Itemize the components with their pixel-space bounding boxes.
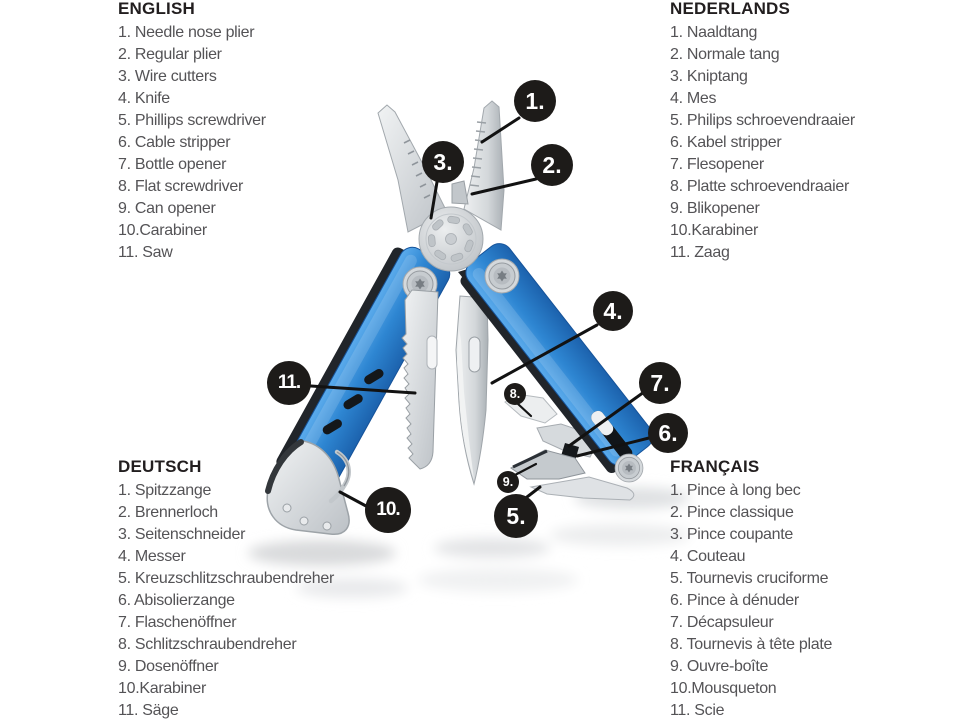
- list-item: 9. Blikopener: [670, 200, 760, 217]
- callout-4: 4.: [593, 291, 633, 331]
- list-item: 7. Flesopener: [670, 156, 764, 173]
- callout-1-label: 1.: [525, 87, 545, 114]
- list-item: 3. Wire cutters: [118, 68, 217, 85]
- list-item: 1. Needle nose plier: [118, 24, 255, 41]
- list-item: 1. Spitzzange: [118, 482, 212, 499]
- list-item: 4. Knife: [118, 90, 170, 107]
- tool-list-nederlands: 1. Naaldtang 2. Normale tang 3. Kniptang…: [670, 22, 960, 264]
- callout-2-label: 2.: [542, 151, 562, 178]
- callout-6: 6.: [648, 413, 688, 453]
- list-item: 3. Kniptang: [670, 68, 748, 85]
- list-item: 6. Cable stripper: [118, 134, 231, 151]
- callout-3: 3.: [422, 141, 464, 183]
- list-item: 8. Tournevis à tête plate: [670, 636, 833, 653]
- tool-list-francais: 1. Pince à long bec 2. Pince classique 3…: [670, 480, 960, 722]
- list-item: 3. Seitenschneider: [118, 526, 246, 543]
- list-item: 6. Pince à dénuder: [670, 592, 799, 609]
- shadow: [248, 487, 690, 598]
- callout-11-label: 11.: [277, 372, 301, 393]
- list-item: 11. Säge: [118, 702, 179, 719]
- list-item: 11. Zaag: [670, 244, 730, 261]
- callout-9-label: 9.: [502, 475, 514, 489]
- list-item: 2. Regular plier: [118, 46, 222, 63]
- list-item: 8. Schlitzschraubendreher: [118, 636, 297, 653]
- list-item: 2. Brennerloch: [118, 504, 218, 521]
- right-handle: [460, 243, 654, 474]
- list-item: 9. Dosenöffner: [118, 658, 219, 675]
- list-item: 5. Phillips screwdriver: [118, 112, 266, 129]
- list-item: 6. Kabel stripper: [670, 134, 782, 151]
- callout-6-label: 6.: [658, 419, 678, 446]
- list-item: 5. Philips schroevendraaier: [670, 112, 855, 129]
- list-item: 6. Abisolierzange: [118, 592, 235, 609]
- list-item: 5. Tournevis cruciforme: [670, 570, 829, 587]
- list-item: 7. Flaschenöffner: [118, 614, 237, 631]
- language-title-francais: FRANÇAIS: [670, 457, 760, 476]
- language-title-english: ENGLISH: [118, 0, 195, 18]
- list-item: 8. Platte schroevendraaier: [670, 178, 849, 195]
- list-item: 1. Pince à long bec: [670, 482, 801, 499]
- language-list-francais: FRANÇAIS 1. Pince à long bec 2. Pince cl…: [670, 457, 960, 722]
- list-item: 4. Messer: [118, 548, 186, 565]
- list-item: 11. Saw: [118, 244, 173, 261]
- list-item: 9. Can opener: [118, 200, 216, 217]
- callout-9: 9.: [497, 471, 519, 493]
- callout-2: 2.: [531, 144, 573, 186]
- list-item: 4. Couteau: [670, 548, 746, 565]
- callout-3-label: 3.: [433, 148, 453, 175]
- callout-10: 10.: [365, 487, 411, 533]
- list-item: 5. Kreuzschlitzschraubendreher: [118, 570, 335, 587]
- list-item: 9. Ouvre-boîte: [670, 658, 769, 675]
- list-item: 4. Mes: [670, 90, 717, 107]
- list-item: 8. Flat screwdriver: [118, 178, 243, 195]
- list-item: 10.Karabiner: [118, 680, 207, 697]
- callout-11: 11.: [267, 361, 311, 405]
- callout-5: 5.: [494, 494, 538, 538]
- callout-7: 7.: [639, 362, 681, 404]
- pivot-disc: [418, 206, 484, 272]
- callout-lines: [309, 116, 651, 508]
- callout-8-label: 8.: [509, 387, 521, 401]
- callout-4-label: 4.: [603, 297, 623, 324]
- callout-7-label: 7.: [650, 369, 670, 396]
- callout-8: 8.: [504, 383, 526, 405]
- list-item: 11. Scie: [670, 702, 725, 719]
- list-item: 10.Carabiner: [118, 222, 207, 239]
- list-item: 2. Pince classique: [670, 504, 794, 521]
- list-item: 2. Normale tang: [670, 46, 780, 63]
- list-item: 7. Décapsuleur: [670, 614, 774, 631]
- list-item: 3. Pince coupante: [670, 526, 793, 543]
- list-item: 7. Bottle opener: [118, 156, 227, 173]
- language-title-nederlands: NEDERLANDS: [670, 0, 791, 18]
- tool-list-english: 1. Needle nose plier 2. Regular plier 3.…: [118, 22, 418, 264]
- language-list-nederlands: NEDERLANDS 1. Naaldtang 2. Normale tang …: [670, 0, 960, 264]
- callout-1: 1.: [514, 80, 556, 122]
- tool-list-deutsch: 1. Spitzzange 2. Brennerloch 3. Seitensc…: [118, 480, 418, 722]
- carabiner: [265, 439, 351, 535]
- language-list-deutsch: DEUTSCH 1. Spitzzange 2. Brennerloch 3. …: [118, 457, 418, 722]
- list-item: 10.Mousqueton: [670, 680, 777, 697]
- callout-5-label: 5.: [506, 502, 526, 529]
- list-item: 10.Karabiner: [670, 222, 759, 239]
- saw-blade: [401, 289, 439, 470]
- language-list-english: ENGLISH 1. Needle nose plier 2. Regular …: [118, 0, 418, 264]
- callout-10-label: 10.: [376, 499, 400, 520]
- knife-blade: [455, 295, 489, 486]
- list-item: 1. Naaldtang: [670, 24, 758, 41]
- language-title-deutsch: DEUTSCH: [118, 457, 202, 476]
